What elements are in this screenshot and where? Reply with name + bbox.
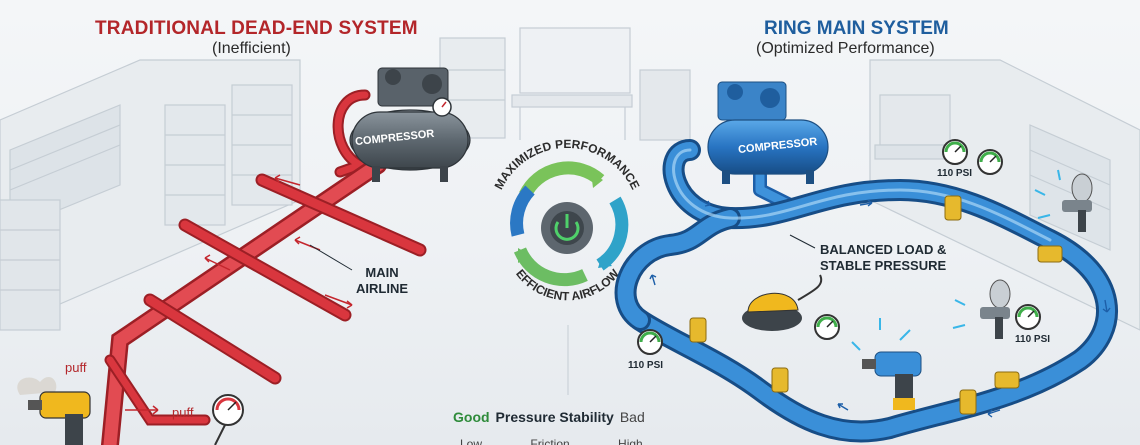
ring-fittings [689, 195, 1063, 415]
gauge-top-1-icon [942, 139, 968, 165]
friction-label: Friction [530, 437, 570, 445]
main-airline-line-2: AIRLINE [356, 281, 408, 296]
left-workshop-background [0, 27, 691, 331]
main-airline-line-1: MAIN [365, 265, 399, 280]
balanced-leader [789, 234, 816, 249]
left-pressure-gauge-icon [212, 394, 244, 445]
ring-flow-arrows [649, 199, 1111, 418]
scale-label: Pressure Stability [495, 409, 614, 425]
balanced-line-1: BALANCED LOAD & [820, 242, 947, 257]
ring-impact-wrench-icon [851, 318, 922, 410]
right-compressor [707, 81, 829, 184]
puff-label-2: puff [172, 405, 194, 420]
ring-main-pipe [614, 139, 1118, 443]
ring-pressure-gauge-icons [637, 139, 1041, 355]
left-impact-wrench-icon [17, 376, 91, 445]
spray-gun-mid-icon [952, 279, 1011, 339]
left-title: TRADITIONAL DEAD-END SYSTEM [95, 18, 418, 39]
psi-label-right: 110 PSI [1015, 334, 1051, 345]
main-airline-label: MAIN AIRLINE [356, 265, 408, 297]
gauge-left-icon [637, 329, 663, 355]
scale-bad: Bad [619, 409, 645, 425]
orbital-sander-icon [742, 274, 823, 331]
dead-end-pipe-network [101, 89, 427, 445]
psi-label-left: 110 PSI [628, 360, 664, 371]
friction-low: Low [460, 437, 483, 445]
left-subtitle: (Inefficient) [212, 40, 291, 57]
scale-good: Good [453, 409, 490, 425]
right-subtitle: (Optimized Performance) [756, 40, 935, 57]
right-title: RING MAIN SYSTEM [764, 18, 949, 39]
friction-scale: Low Friction High [460, 437, 643, 445]
friction-high: High [618, 437, 643, 445]
balanced-line-2: STABLE PRESSURE [820, 258, 947, 273]
gauge-mid-icon [814, 314, 840, 340]
balanced-label: BALANCED LOAD & STABLE PRESSURE [820, 242, 946, 274]
gauge-right-icon [1015, 304, 1041, 330]
pressure-stability-scale: Good Pressure Stability Bad [453, 409, 645, 425]
spray-gun-top-icon [1034, 169, 1093, 232]
main-airline-leader [309, 244, 353, 271]
psi-label-top: 110 PSI [937, 168, 973, 179]
puff-label-1: puff [65, 360, 87, 375]
gauge-top-2-icon [977, 149, 1003, 175]
left-compressor [349, 67, 471, 182]
